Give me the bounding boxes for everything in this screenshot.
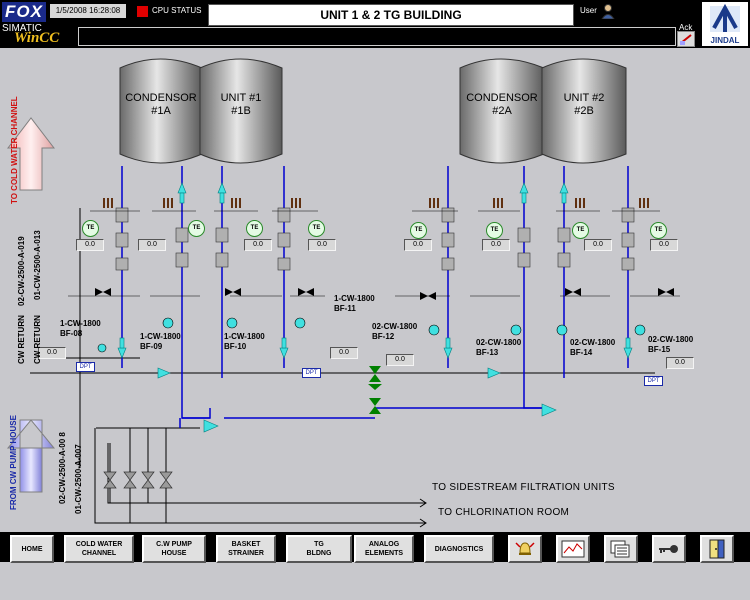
ack-label: Ack [679,23,693,32]
header-bar: FOX SIMATIC WinCC 1/5/2008 16:28:08 CPU … [0,0,750,48]
cw-return-line-label: 01-CW-2500-A-013 [33,230,42,300]
pump-house-arrow-body [19,447,43,493]
trend-chart-icon [561,540,585,558]
to-cold-water-label: TO COLD WATER CHANNEL [10,96,19,204]
dpt-transmitter[interactable]: DPT [76,362,95,372]
dp-value: 0.0 [38,347,66,359]
report-button[interactable] [604,535,638,563]
from-pump-house-label: FROM CW PUMP HOUSE [9,415,18,510]
unit-1b-tank[interactable] [199,58,283,164]
temperature-element[interactable]: TE [308,220,325,237]
login-key-button[interactable] [652,535,686,563]
temperature-element[interactable]: TE [82,220,99,237]
thermowells [103,198,649,208]
flow-arrows [117,182,633,433]
alarm-message-bar[interactable] [78,27,676,46]
piping-diagram [6,58,680,528]
dpt-transmitter[interactable]: DPT [644,376,663,386]
butterfly-valves[interactable] [103,471,173,489]
temperature-value: 0.0 [482,239,510,251]
supply-line-label: 02-CW-2500-A-00 8 [58,432,67,504]
jindal-logo-icon [710,3,740,32]
datetime-display: 1/5/2008 16:28:08 [50,4,126,18]
ack-button[interactable] [677,31,695,47]
cw-return-label: CW RETURN [17,315,26,364]
ack-icon [680,34,692,45]
temperature-value: 0.0 [308,239,336,251]
temperature-value: 0.0 [650,239,678,251]
trend-button[interactable] [556,535,590,563]
temperature-value: 0.0 [584,239,612,251]
temperature-element[interactable]: TE [486,222,503,239]
tg-building-button[interactable]: TG BLDNG [286,535,352,563]
tank-label-2b: UNIT #2 #2B [563,92,605,117]
alarm-bell-icon [515,542,535,555]
home-button[interactable]: HOME [10,535,54,563]
dpt-transmitter[interactable]: DPT [302,368,321,378]
dp-value: 0.0 [386,354,414,366]
temperature-value: 0.0 [404,239,432,251]
tank-label-1a: CONDENSOR #1A [125,92,197,117]
diagnostics-button[interactable]: DIAGNOSTICS [424,535,494,563]
temperature-element[interactable]: TE [410,222,427,239]
cw-return-line-label: 02-CW-2500-A-019 [17,236,26,306]
user-icon[interactable] [600,3,616,19]
cold-water-arrow [6,117,56,191]
temperature-element[interactable]: TE [246,220,263,237]
temperature-value: 0.0 [138,239,166,251]
dp-value: 0.0 [666,357,694,369]
alarm-bell-button[interactable] [508,535,542,563]
chlorination-label: TO CHLORINATION ROOM [438,507,570,518]
fox-logo: FOX [2,2,46,22]
company-name: JINDAL [710,36,740,45]
tank-label-1b: UNIT #1 #1B [220,92,262,117]
supply-line-label: 01-CW-2500-A-007 [74,444,83,514]
cpu-status-indicator [137,6,148,17]
analog-elements-button[interactable]: ANALOG ELEMENTS [354,535,414,563]
isolation-valves[interactable] [115,207,635,271]
gate-valves[interactable] [95,288,674,300]
temperature-element[interactable]: TE [188,220,205,237]
temperature-element[interactable]: TE [650,222,667,239]
temperature-value: 0.0 [244,239,272,251]
temperature-element[interactable]: TE [572,222,589,239]
wincc-logo: WinCC [14,30,60,46]
simatic-label: SIMATIC [2,23,42,34]
jindal-logo: JINDAL [702,2,748,46]
central-valves[interactable] [368,366,382,414]
process-diagram: CONDENSOR #1A UNIT #1 #1B CONDENSOR #2A … [0,48,750,532]
dp-value: 0.0 [330,347,358,359]
cw-return-lines [30,208,655,524]
basket-strainer-button[interactable]: BASKET STRAINER [216,535,276,563]
navigation-bar: HOME COLD WATER CHANNEL C.W PUMP HOUSE B… [0,532,750,563]
report-pages-icon [610,540,630,558]
unit-2b-tank[interactable] [541,58,627,164]
cw-return-label: CW RETURN [33,315,42,364]
pump-house-arrow-head [6,419,56,449]
cold-water-channel-button[interactable]: COLD WATER CHANNEL [64,535,134,563]
tank-label-2a: CONDENSOR #2A [466,92,538,117]
key-icon [659,545,678,553]
exit-door-icon [709,539,725,559]
temperature-value: 0.0 [76,239,104,251]
user-label: User [580,6,597,15]
page-title: UNIT 1 & 2 TG BUILDING [208,4,574,26]
cpu-status-label: CPU STATUS [152,6,202,15]
sidestream-label: TO SIDESTREAM FILTRATION UNITS [432,482,615,493]
sidestream-arrow [410,498,427,508]
cw-pump-house-button[interactable]: C.W PUMP HOUSE [142,535,206,563]
control-valves[interactable] [97,317,646,353]
chlorination-arrow [410,518,427,528]
exit-button[interactable] [700,535,734,563]
